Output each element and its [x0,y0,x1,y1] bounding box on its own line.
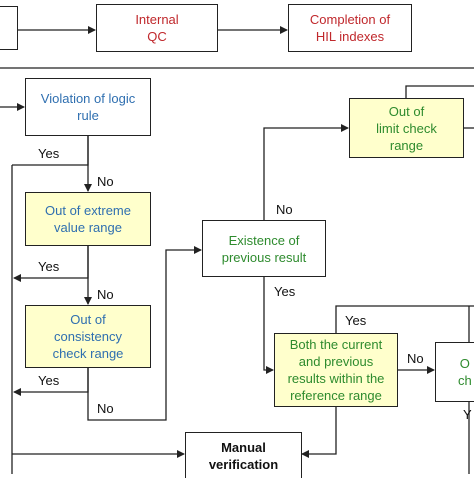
edge-label-no-2: No [97,287,114,302]
arrow-both-yes [335,305,474,333]
existence-previous-label: Existence of previous result [221,232,307,265]
edge-label-yes-existence: Yes [274,284,296,299]
out-consistency-label: Out of consistency check range [52,312,124,361]
edge-label-yes-1: Yes [38,146,60,161]
out-limit-label: Out of limit check range [376,103,437,153]
internal-qc-label: Internal QC [135,12,179,44]
edge-label-yes-both: Yes [345,313,367,328]
edge-label-no-existence: No [276,202,293,217]
edge-label-no-3: No [97,401,114,416]
top-box-1: ate [0,6,18,50]
manual-verification-label: Manual verification [208,439,279,472]
edge-label-no-both: No [407,351,424,366]
out-limit-box: Out of limit check range [349,98,464,158]
hil-indexes-label: Completion of HIL indexes [309,12,391,44]
partial-right-box: O ch [435,342,474,402]
hil-indexes-box: Completion of HIL indexes [288,4,412,52]
internal-qc-box: Internal QC [96,4,218,52]
out-extreme-box: Out of extreme value range [25,192,151,246]
arrow-limit-out [405,85,474,98]
edge-label-partial-y: Y [463,407,472,422]
edge-label-yes-2: Yes [38,259,60,274]
violation-logic-box: Violation of logic rule [25,78,151,136]
arrow-existence-no [263,124,349,220]
arrow-no-3 [87,246,202,421]
arrow-existence-yes [263,277,274,374]
manual-verification-box: Manual verification [185,432,302,478]
both-within-label: Both the current and previous results wi… [287,337,385,403]
edge-label-no-1: No [97,174,114,189]
existence-previous-box: Existence of previous result [202,220,326,277]
arrow-both-manual [301,407,337,458]
partial-right-label: O ch [458,356,472,388]
violation-logic-label: Violation of logic rule [40,91,136,123]
out-consistency-box: Out of consistency check range [25,305,151,368]
out-extreme-label: Out of extreme value range [45,203,131,235]
both-within-box: Both the current and previous results wi… [274,333,398,407]
edge-label-yes-3: Yes [38,373,60,388]
